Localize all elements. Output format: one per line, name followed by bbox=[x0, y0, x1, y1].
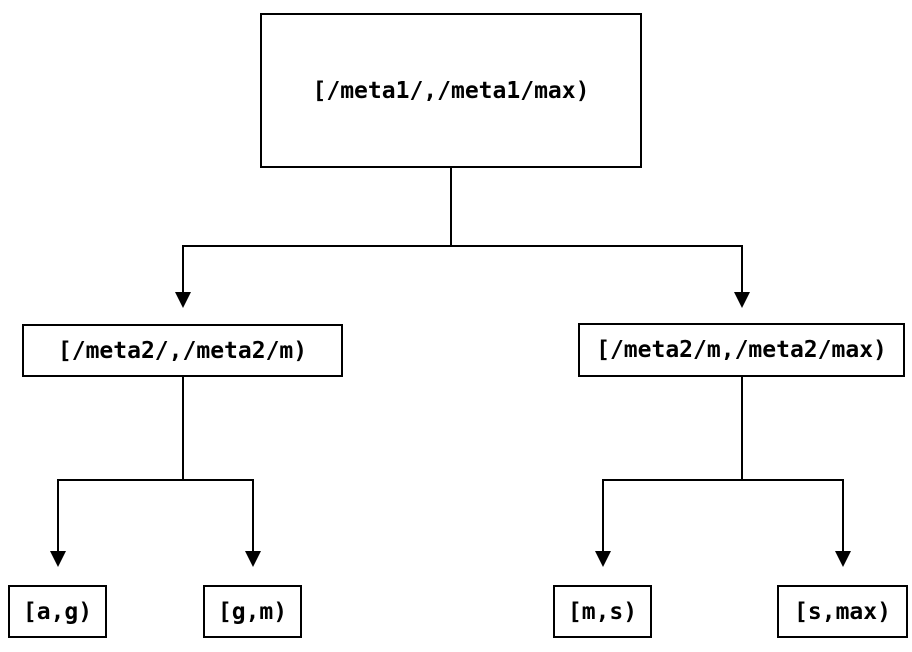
node-leaf-gm: [g,m) bbox=[203, 585, 302, 638]
node-right-child-label: [/meta2/m,/meta2/max) bbox=[596, 337, 887, 363]
edge-root-stem bbox=[450, 168, 452, 246]
node-leaf-smax-label: [s,max) bbox=[794, 598, 891, 625]
node-left-child: [/meta2/,/meta2/m) bbox=[22, 324, 343, 377]
edge-right-child-stem bbox=[741, 377, 743, 481]
arrowhead-down-icon bbox=[50, 551, 66, 567]
arrowhead-down-icon bbox=[245, 551, 261, 567]
node-leaf-ms-label: [m,s) bbox=[567, 598, 638, 625]
arrowhead-down-icon bbox=[595, 551, 611, 567]
edge-right-to-leaf-smax-drop bbox=[842, 479, 844, 553]
edge-root-to-left-drop bbox=[182, 245, 184, 293]
edge-root-to-right-drop bbox=[741, 245, 743, 293]
node-left-child-label: [/meta2/,/meta2/m) bbox=[57, 337, 308, 364]
arrowhead-down-icon bbox=[835, 551, 851, 567]
edge-left-child-crossbar bbox=[57, 479, 254, 481]
edge-right-child-crossbar bbox=[602, 479, 844, 481]
edge-right-to-leaf-ms-drop bbox=[602, 479, 604, 553]
node-root-label: [/meta1/,/meta1/max) bbox=[312, 77, 590, 104]
edge-left-to-leaf-ag-drop bbox=[57, 479, 59, 553]
edge-root-crossbar bbox=[182, 245, 743, 247]
node-leaf-ag-label: [a,g) bbox=[22, 598, 93, 625]
edge-left-child-stem bbox=[182, 377, 184, 481]
arrowhead-down-icon bbox=[734, 292, 750, 308]
node-leaf-smax: [s,max) bbox=[777, 585, 908, 638]
node-leaf-ms: [m,s) bbox=[553, 585, 652, 638]
arrowhead-down-icon bbox=[175, 292, 191, 308]
node-leaf-ag: [a,g) bbox=[8, 585, 107, 638]
node-root: [/meta1/,/meta1/max) bbox=[260, 13, 642, 168]
node-leaf-gm-label: [g,m) bbox=[217, 598, 288, 625]
edge-left-to-leaf-gm-drop bbox=[252, 479, 254, 553]
node-right-child: [/meta2/m,/meta2/max) bbox=[578, 323, 905, 377]
